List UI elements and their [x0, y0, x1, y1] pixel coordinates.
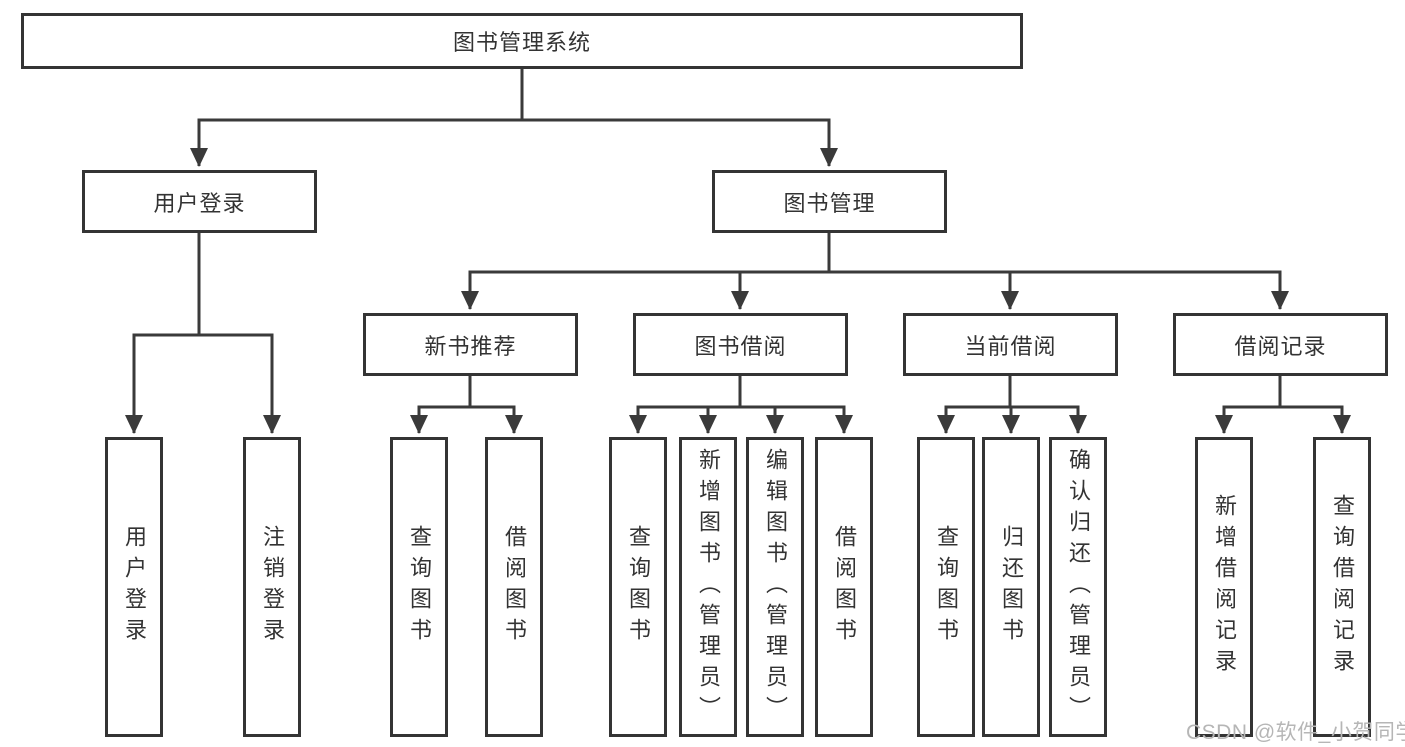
leaf-current-query-book: 查询图书 [917, 437, 975, 737]
leaf-add-book-admin: 新增图书（管理员） [679, 437, 737, 737]
leaf-return-book: 归还图书 [982, 437, 1040, 737]
leaf-borrow-query-book: 查询图书 [609, 437, 667, 737]
leaf-add-borrow-record: 新增借阅记录 [1195, 437, 1253, 737]
leaf-borrow-book: 借阅图书 [815, 437, 873, 737]
csdn-watermark: CSDN @软件_小贺同学 [1186, 721, 1405, 744]
leaf-query-borrow-record: 查询借阅记录 [1313, 437, 1371, 737]
node-user-login: 用户登录 [82, 170, 317, 233]
node-new-book-recommend: 新书推荐 [363, 313, 578, 376]
leaf-confirm-return-admin: 确认归还（管理员） [1049, 437, 1107, 737]
leaf-logout: 注销登录 [243, 437, 301, 737]
node-root-system: 图书管理系统 [21, 13, 1023, 69]
node-book-management: 图书管理 [712, 170, 947, 233]
leaf-recommend-query-book: 查询图书 [390, 437, 448, 737]
node-book-borrow: 图书借阅 [633, 313, 848, 376]
node-borrow-record: 借阅记录 [1173, 313, 1388, 376]
node-current-borrow: 当前借阅 [903, 313, 1118, 376]
leaf-recommend-borrow-book: 借阅图书 [485, 437, 543, 737]
leaf-user-login: 用户登录 [105, 437, 163, 737]
leaf-edit-book-admin: 编辑图书（管理员） [746, 437, 804, 737]
